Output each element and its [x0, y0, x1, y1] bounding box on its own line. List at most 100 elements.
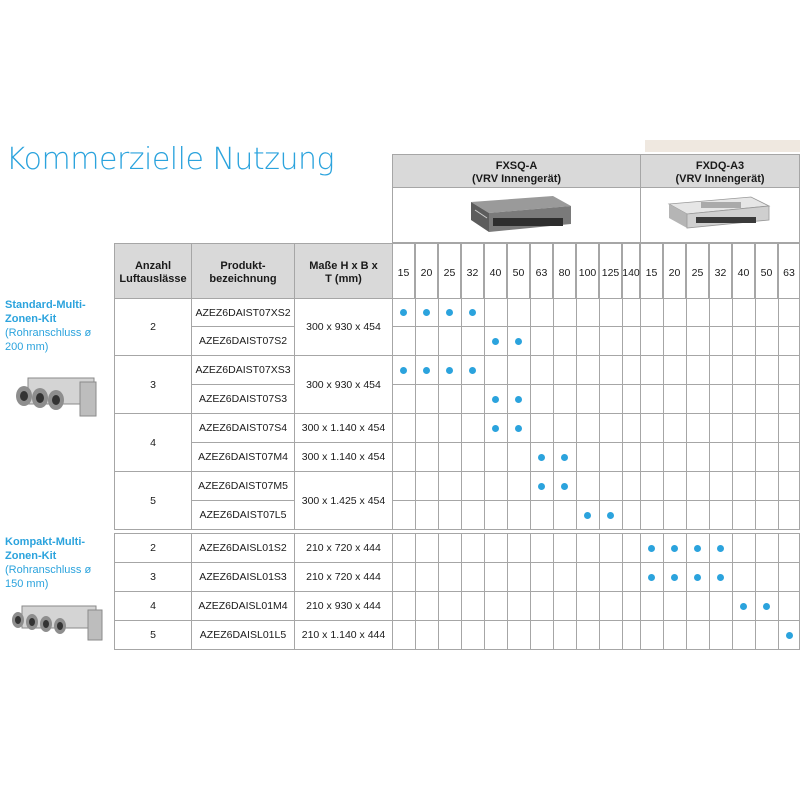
matrix-cell	[438, 591, 462, 621]
matrix-cell	[599, 591, 623, 621]
unit-sub-fxsq: (VRV Innengerät)	[471, 173, 562, 185]
matrix-cell	[663, 413, 687, 443]
matrix-cell	[438, 533, 462, 563]
matrix-cell	[461, 413, 485, 443]
group-sub-kompakt: (Rohranschluss ø 150 mm)	[5, 564, 92, 590]
matrix-cell	[640, 298, 664, 327]
size-header: 15	[640, 243, 663, 303]
matrix-cell	[576, 355, 600, 385]
matrix-cell	[507, 442, 531, 472]
matrix-cell	[553, 620, 577, 650]
matrix-cell	[778, 355, 800, 385]
size-header: 50	[755, 243, 778, 303]
matrix-cell	[709, 384, 733, 414]
matrix-cell	[553, 298, 577, 327]
matrix-cell	[415, 471, 439, 501]
matrix-cell	[755, 384, 779, 414]
header-product: Produkt-bezeichnung	[191, 243, 295, 303]
matrix-cell	[392, 326, 416, 356]
matrix-cell	[732, 326, 756, 356]
standard-kit-image	[16, 377, 97, 417]
matrix-cell	[599, 413, 623, 443]
matrix-cell	[663, 298, 687, 327]
matrix-cell	[461, 562, 485, 592]
compat-dot	[786, 632, 793, 639]
unit-name-fxdq: FXDQ-A3	[695, 160, 745, 172]
compat-dot	[423, 309, 430, 316]
size-header: 20	[415, 243, 438, 303]
header-dims: Maße H x B x T (mm)	[294, 243, 393, 303]
matrix-cell	[778, 533, 800, 563]
matrix-cell	[576, 413, 600, 443]
compat-dot	[538, 454, 545, 461]
dims-cell: 300 x 1.140 x 454	[294, 442, 393, 472]
matrix-cell	[484, 298, 508, 327]
count-cell: 2	[114, 533, 192, 563]
matrix-cell	[507, 355, 531, 385]
matrix-cell	[755, 500, 779, 530]
matrix-cell	[709, 413, 733, 443]
compat-dot	[740, 603, 747, 610]
compat-dot	[469, 309, 476, 316]
matrix-cell	[599, 471, 623, 501]
compat-dot	[607, 512, 614, 519]
product-cell: AZEZ6DAISL01S2	[191, 533, 295, 563]
matrix-cell	[392, 384, 416, 414]
size-header: 80	[553, 243, 576, 303]
matrix-cell	[576, 591, 600, 621]
matrix-cell	[530, 562, 554, 592]
matrix-cell	[778, 562, 800, 592]
dims-cell: 210 x 720 x 444	[294, 562, 393, 592]
matrix-cell	[640, 442, 664, 472]
matrix-cell	[640, 355, 664, 385]
matrix-cell	[530, 591, 554, 621]
compat-dot	[694, 545, 701, 552]
matrix-cell	[553, 355, 577, 385]
matrix-cell	[484, 591, 508, 621]
matrix-cell	[755, 413, 779, 443]
matrix-cell	[778, 298, 800, 327]
size-header: 63	[530, 243, 553, 303]
matrix-cell	[461, 500, 485, 530]
size-header: 32	[709, 243, 732, 303]
matrix-cell	[507, 500, 531, 530]
matrix-cell	[392, 533, 416, 563]
matrix-cell	[484, 562, 508, 592]
matrix-cell	[553, 533, 577, 563]
size-header: 40	[484, 243, 507, 303]
matrix-cell	[663, 620, 687, 650]
matrix-cell	[778, 442, 800, 472]
dims-cell: 210 x 1.140 x 444	[294, 620, 393, 650]
matrix-cell	[576, 500, 600, 530]
unit-header-fxsq: FXSQ-A (VRV Innengerät)	[392, 154, 641, 188]
matrix-cell	[686, 500, 710, 530]
matrix-cell	[392, 500, 416, 530]
matrix-cell	[663, 442, 687, 472]
matrix-cell	[530, 326, 554, 356]
header-count: Anzahl Luftauslässe	[114, 243, 192, 303]
page-title: Kommerzielle Nutzung	[6, 142, 334, 177]
matrix-cell	[663, 591, 687, 621]
compat-dot	[400, 309, 407, 316]
matrix-cell	[553, 413, 577, 443]
dims-cell: 300 x 1.140 x 454	[294, 413, 393, 443]
matrix-cell	[686, 355, 710, 385]
matrix-cell	[755, 620, 779, 650]
matrix-cell	[640, 620, 664, 650]
size-header: 50	[507, 243, 530, 303]
dims-cell: 210 x 930 x 444	[294, 591, 393, 621]
matrix-cell	[622, 355, 641, 385]
matrix-cell	[392, 413, 416, 443]
matrix-cell	[461, 384, 485, 414]
matrix-cell	[507, 471, 531, 501]
matrix-cell	[438, 471, 462, 501]
matrix-cell	[663, 500, 687, 530]
matrix-cell	[622, 500, 641, 530]
matrix-cell	[484, 442, 508, 472]
matrix-cell	[622, 533, 641, 563]
matrix-cell	[778, 384, 800, 414]
compat-dot	[492, 425, 499, 432]
matrix-cell	[392, 562, 416, 592]
dims-cell: 300 x 1.425 x 454	[294, 471, 393, 530]
